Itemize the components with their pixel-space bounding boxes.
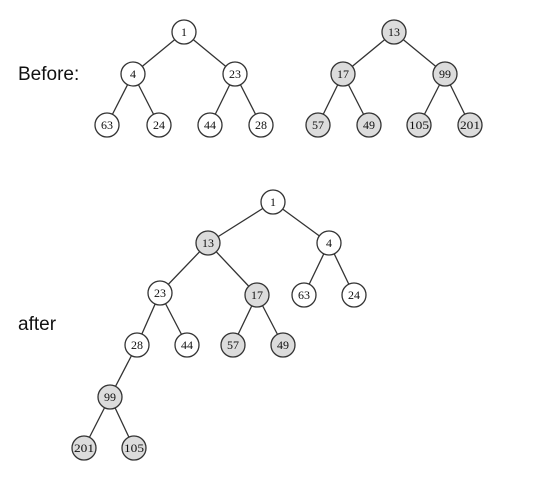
- tree-node: 44: [197, 112, 223, 138]
- tree-node: 1: [260, 189, 286, 215]
- tree-node: 99: [97, 384, 123, 410]
- node-label: 57: [312, 118, 324, 132]
- tree-node: 23: [222, 61, 248, 87]
- node-circle: [330, 61, 356, 87]
- node-label: 99: [439, 67, 451, 81]
- tree-node: 13: [381, 19, 407, 45]
- node-circle: [195, 230, 221, 256]
- tree-node: 4: [120, 61, 146, 87]
- node-label: 201: [460, 118, 480, 132]
- tree-node: 1: [171, 19, 197, 45]
- node-circle: [97, 384, 123, 410]
- node-circle: [270, 332, 296, 358]
- after-caption: after: [18, 314, 57, 335]
- tree-node: 99: [432, 61, 458, 87]
- node-label: 24: [153, 118, 165, 132]
- tree-node: 57: [220, 332, 246, 358]
- tree-node: 105: [406, 112, 432, 138]
- tree-node: 201: [457, 112, 483, 138]
- node-label: 44: [204, 118, 216, 132]
- node-circle: [146, 112, 172, 138]
- node-circle: [341, 282, 367, 308]
- node-circle: [457, 112, 483, 138]
- tree-node: 63: [94, 112, 120, 138]
- before-caption: Before:: [18, 64, 80, 85]
- tree-node: 49: [356, 112, 382, 138]
- node-label: 17: [251, 288, 263, 302]
- edges-layer: [83, 31, 471, 449]
- node-label: 24: [348, 288, 360, 302]
- node-circle: [121, 435, 147, 461]
- node-label: 1: [181, 25, 187, 39]
- node-label: 28: [255, 118, 267, 132]
- node-label: 63: [298, 288, 310, 302]
- tree-node: 4: [316, 230, 342, 256]
- tree-node: 17: [330, 61, 356, 87]
- node-circle: [71, 435, 97, 461]
- tree-node: 24: [341, 282, 367, 308]
- tree-node: 13: [195, 230, 221, 256]
- node-circle: [174, 332, 200, 358]
- node-circle: [220, 332, 246, 358]
- node-circle: [197, 112, 223, 138]
- node-circle: [248, 112, 274, 138]
- node-label: 49: [363, 118, 375, 132]
- tree-node: 49: [270, 332, 296, 358]
- node-label: 4: [130, 67, 136, 81]
- node-label: 1: [270, 195, 276, 209]
- node-label: 57: [227, 338, 239, 352]
- tree-node: 63: [291, 282, 317, 308]
- node-circle: [120, 61, 146, 87]
- node-label: 23: [154, 286, 166, 300]
- node-circle: [171, 19, 197, 45]
- node-circle: [356, 112, 382, 138]
- node-circle: [305, 112, 331, 138]
- node-label: 28: [131, 338, 143, 352]
- node-label: 23: [229, 67, 241, 81]
- node-circle: [94, 112, 120, 138]
- tree-node: 17: [244, 282, 270, 308]
- node-circle: [291, 282, 317, 308]
- node-label: 201: [74, 441, 94, 455]
- node-circle: [260, 189, 286, 215]
- node-label: 99: [104, 390, 116, 404]
- node-circle: [147, 280, 173, 306]
- tree-node: 201: [71, 435, 97, 461]
- node-circle: [124, 332, 150, 358]
- node-circle: [381, 19, 407, 45]
- node-label: 13: [388, 25, 400, 39]
- tree-node: 57: [305, 112, 331, 138]
- node-circle: [432, 61, 458, 87]
- tree-node: 28: [124, 332, 150, 358]
- tree-edge: [207, 201, 274, 244]
- tree-node: 24: [146, 112, 172, 138]
- node-label: 13: [202, 236, 214, 250]
- node-circle: [222, 61, 248, 87]
- node-circle: [316, 230, 342, 256]
- tree-node: 23: [147, 280, 173, 306]
- tree-node: 28: [248, 112, 274, 138]
- node-label: 63: [101, 118, 113, 132]
- node-label: 49: [277, 338, 289, 352]
- node-label: 105: [124, 441, 144, 455]
- node-circle: [406, 112, 432, 138]
- node-label: 105: [409, 118, 429, 132]
- nodes-layer: 1 4 23 63 24 44 28 13 17 99 57 49 105 201 1 13 4 23 17 63 24…: [71, 19, 483, 461]
- node-label: 44: [181, 338, 193, 352]
- tree-node: 105: [121, 435, 147, 461]
- node-circle: [244, 282, 270, 308]
- node-label: 4: [326, 236, 332, 250]
- tree-node: 44: [174, 332, 200, 358]
- node-label: 17: [337, 67, 349, 81]
